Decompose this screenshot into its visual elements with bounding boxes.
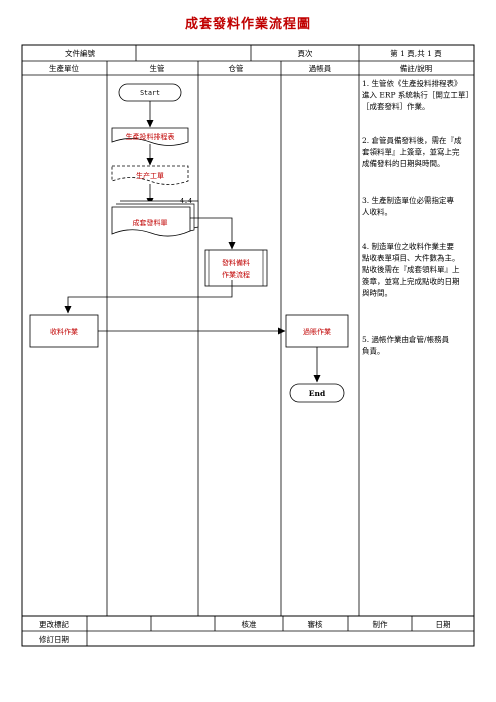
note-3-line-1: 3. 生產制造單位必需指定專 [362, 195, 455, 205]
post-process [285, 314, 349, 348]
end-terminator [289, 383, 345, 403]
note-1-line-3: ［成套發料］作業。 [362, 101, 430, 111]
note-5-line-1: 5. 過帳作業由倉管/帳務員 [362, 334, 450, 344]
kit-issue-document [111, 206, 191, 237]
note-3-line-2: 人收料。 [362, 207, 392, 217]
arrow-warehouse-to-receive [64, 280, 233, 314]
form-frame [21, 44, 475, 647]
page-value: 第 1 頁,共 1 頁 [390, 48, 442, 58]
post-label: 過賬作業 [303, 327, 331, 336]
note-2-line-1: 2. 倉管員備發料後，需在『成 [362, 135, 462, 145]
work-order-label: 生产工單 [136, 171, 164, 180]
lane-header-warehouse: 仓管 [229, 63, 244, 73]
footer-approve: 核准 [242, 619, 257, 629]
warehouse-label-line2: 作業流程 [222, 270, 250, 279]
receive-label: 收料作業 [50, 327, 78, 336]
multi-mark: 4.4 [180, 197, 192, 205]
end-label: End [309, 389, 326, 398]
footer-review: 審核 [308, 619, 323, 629]
footer-make: 制作 [373, 619, 388, 629]
note-1-line-2: 進入 ERP 系統執行［開立工單］ [362, 90, 473, 100]
lane-header-posting: 過帳員 [309, 63, 332, 73]
note-1-line-1: 1. 生管依《生產投料排程表》 [362, 78, 462, 88]
footer-change-mark: 更改標記 [39, 619, 69, 629]
arrow-kitissue-to-warehouse [190, 217, 236, 250]
note-5-line-2: 負責。 [362, 346, 385, 356]
footer-revise-date: 修訂日期 [39, 634, 69, 644]
note-4-line-3: 點收後需在『成套領料單』上 [362, 264, 460, 274]
work-order-document [111, 165, 189, 185]
lane-header-notes: 備註/說明 [400, 63, 433, 73]
warehouse-process [204, 249, 268, 287]
page-label: 頁次 [298, 48, 313, 58]
lane-header-planning: 生管 [150, 63, 165, 73]
page-title: 成套發料作業流程圖 [184, 17, 311, 32]
lane-header-production: 生產單位 [49, 63, 79, 73]
warehouse-label-line1: 發料備料 [222, 258, 250, 267]
note-4-line-5: 與時間。 [362, 287, 392, 297]
note-4-line-4: 簽章，並寫上完成點收的日期 [362, 276, 460, 286]
footer-date: 日期 [436, 620, 451, 629]
schedule-label: 生產投料排程表 [126, 132, 175, 141]
note-2-line-3: 成備發料的日期與時間。 [362, 158, 445, 168]
note-2-line-2: 套領料單』上簽章，並寫上完 [362, 147, 460, 157]
start-label: Start [140, 89, 160, 97]
schedule-document [111, 127, 189, 146]
note-4-line-1: 4. 制造單位之收料作業主要 [362, 241, 455, 251]
kit-issue-label: 成套發料單 [133, 218, 168, 227]
doc-no-label: 文件編號 [65, 48, 95, 58]
notes-column: 1. 生管依《生產投料排程表》進入 ERP 系統執行［開立工單］［成套發料］作業… [362, 78, 473, 356]
note-4-line-2: 點收表單項目、大件數為主。 [362, 253, 460, 263]
